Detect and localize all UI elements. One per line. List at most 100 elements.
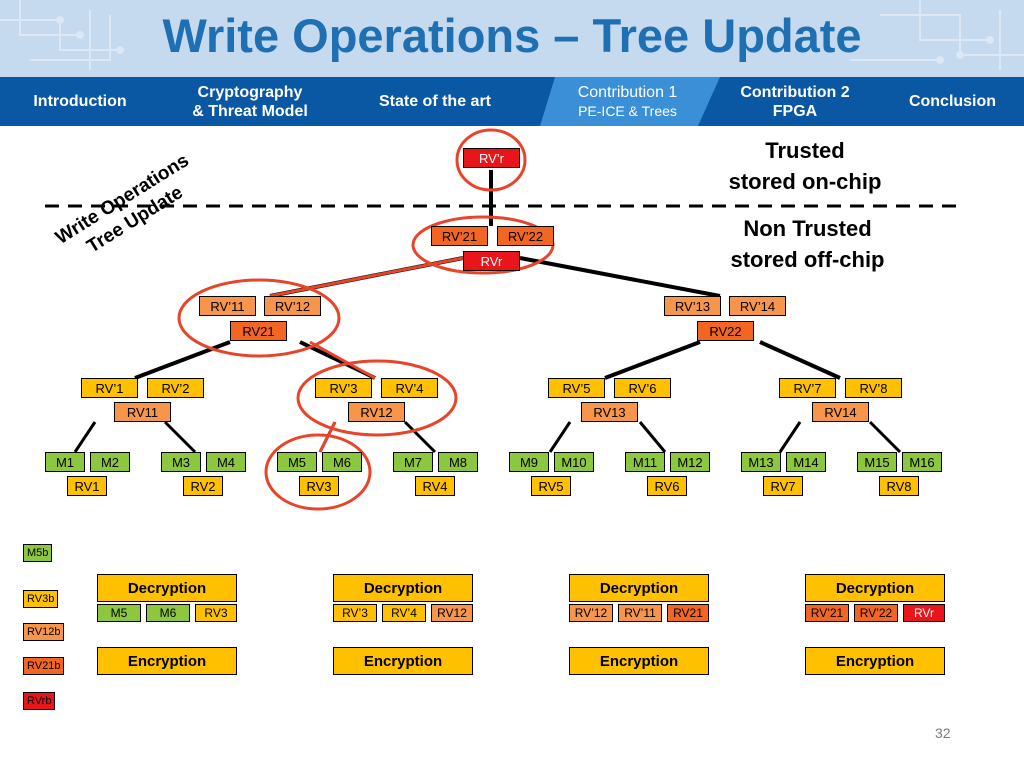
leaf-rv6: RV6 — [647, 476, 687, 496]
encryption-box: Encryption — [805, 647, 945, 675]
op-input-rv12: RV12 — [431, 604, 473, 622]
leaf-m8: M8 — [438, 452, 478, 472]
tree-node-rv12-new: RV’12 — [264, 296, 321, 316]
leaf-edges — [73, 420, 902, 454]
tree-node-rv1-new: RV’1 — [81, 378, 138, 398]
leaf-m7: M7 — [393, 452, 433, 472]
nav-item-label: Conclusion — [908, 93, 997, 110]
tree-node-rv14-new: RV’14 — [729, 296, 786, 316]
nav-item-label: State of the art — [378, 93, 491, 110]
op-input-rv12-new: RV’12 — [569, 604, 613, 622]
tree-node-rv13-new: RV’13 — [664, 296, 721, 316]
tree-node-rv11: RV11 — [114, 402, 171, 422]
page-number: 32 — [935, 725, 951, 741]
leaf-m11: M11 — [625, 452, 665, 472]
circuit-decoration — [0, 0, 1024, 70]
legend-rv3b: RV3b — [23, 590, 59, 608]
op-input-rv4-new: RV’4 — [382, 604, 426, 622]
trusted-label-line: Trusted — [765, 138, 845, 163]
op-input-rv21: RV21 — [667, 604, 709, 622]
tree-node-rvr: RVr — [463, 251, 520, 271]
nav-item-label: Contribution 1 — [577, 83, 678, 101]
leaf-m10: M10 — [554, 452, 594, 472]
nav-item-label: Cryptography — [197, 83, 303, 101]
leaf-m16: M16 — [902, 452, 942, 472]
nav-item-label: & Threat Model — [192, 102, 308, 120]
leaf-m14: M14 — [786, 452, 826, 472]
leaf-rv5: RV5 — [531, 476, 571, 496]
tree-node-rv21-new: RV’21 — [431, 226, 488, 246]
tree-node-rv7-new: RV’7 — [779, 378, 836, 398]
nav-item-cryptography[interactable]: Cryptography & Threat Model — [160, 77, 340, 126]
section-nav-bar — [0, 77, 1024, 126]
leaf-rv7: RV7 — [763, 476, 803, 496]
tree-node-rv11-new: RV’11 — [199, 296, 256, 316]
nav-active-highlight — [540, 77, 720, 126]
tree-node-rv8-new: RV’8 — [845, 378, 902, 398]
non-trusted-label: Non Trusted stored off-chip — [700, 213, 915, 275]
leaf-rv8: RV8 — [879, 476, 919, 496]
highlight-l2-ellipse — [177, 278, 341, 358]
op-input-rv22-new: RV’22 — [854, 604, 898, 622]
leaf-rv2: RV2 — [183, 476, 223, 496]
trusted-label: Trusted stored on-chip — [700, 135, 910, 197]
decryption-box: Decryption — [97, 574, 237, 602]
nav-item-sublabel: PE-ICE & Trees — [578, 102, 677, 119]
leaf-m5: M5 — [277, 452, 317, 472]
leaf-m15: M15 — [857, 452, 897, 472]
highlight-l3-ellipse — [296, 359, 458, 437]
op-input-m5: M5 — [97, 604, 141, 622]
legend-rv21b: RV21b — [23, 657, 65, 675]
legend-rv12b: RV12b — [23, 623, 65, 641]
tree-root-node: RV’r — [463, 148, 520, 168]
highlight-root-ellipse — [455, 128, 527, 192]
tree-node-rv3-new: RV’3 — [315, 378, 372, 398]
decryption-box: Decryption — [569, 574, 709, 602]
decryption-box: Decryption — [805, 574, 945, 602]
nav-item-contribution-1[interactable]: Contribution 1 PE-ICE & Trees — [550, 77, 705, 126]
highlight-edge — [318, 421, 337, 453]
legend-m5b: M5b — [23, 544, 53, 562]
tree-node-rv5-new: RV’5 — [548, 378, 605, 398]
encryption-box: Encryption — [333, 647, 473, 675]
non-trusted-label-line: Non Trusted — [743, 216, 872, 241]
nav-item-conclusion[interactable]: Conclusion — [885, 77, 1020, 126]
tree-node-rv13: RV13 — [581, 402, 638, 422]
tree-node-rv22-new: RV’22 — [497, 226, 554, 246]
decryption-box: Decryption — [333, 574, 473, 602]
highlight-edge — [269, 256, 464, 298]
non-trusted-label-line: stored off-chip — [730, 247, 885, 272]
leaf-m9: M9 — [509, 452, 549, 472]
trusted-label-line: stored on-chip — [728, 169, 882, 194]
op-input-rv3: RV3 — [195, 604, 237, 622]
tree-node-rv6-new: RV’6 — [614, 378, 671, 398]
op-input-rv3-new: RV’3 — [333, 604, 377, 622]
leaf-m13: M13 — [741, 452, 781, 472]
page-title: Write Operations – Tree Update — [162, 9, 862, 62]
leaf-m12: M12 — [670, 452, 710, 472]
nav-item-contribution-2[interactable]: Contribution 2 FPGA — [715, 77, 875, 126]
op-input-rv21-new: RV’21 — [805, 604, 849, 622]
tree-node-rv2-new: RV’2 — [147, 378, 204, 398]
leaf-rv3: RV3 — [299, 476, 339, 496]
slide-header: Write Operations – Tree Update — [0, 0, 1024, 77]
encryption-box: Encryption — [569, 647, 709, 675]
leaf-m1: M1 — [45, 452, 85, 472]
tree-node-rv22: RV22 — [697, 321, 754, 341]
tree-node-rv4-new: RV’4 — [381, 378, 438, 398]
tree-node-rv21: RV21 — [230, 321, 287, 341]
highlight-leaf-ellipse — [264, 433, 372, 511]
nav-item-state-of-the-art[interactable]: State of the art — [350, 77, 520, 126]
nav-item-label: Introduction — [33, 93, 127, 110]
legend-rvrb: RVrb — [23, 692, 56, 710]
tree-node-rv14: RV14 — [812, 402, 869, 422]
leaf-m3: M3 — [161, 452, 201, 472]
leaf-m6: M6 — [322, 452, 362, 472]
nav-item-label: FPGA — [772, 102, 818, 120]
leaf-m4: M4 — [206, 452, 246, 472]
op-input-rv11-new: RV’11 — [618, 604, 662, 622]
encryption-box: Encryption — [97, 647, 237, 675]
leaf-rv4: RV4 — [415, 476, 455, 496]
nav-item-introduction[interactable]: Introduction — [10, 77, 150, 126]
op-input-rvr: RVr — [903, 604, 945, 622]
